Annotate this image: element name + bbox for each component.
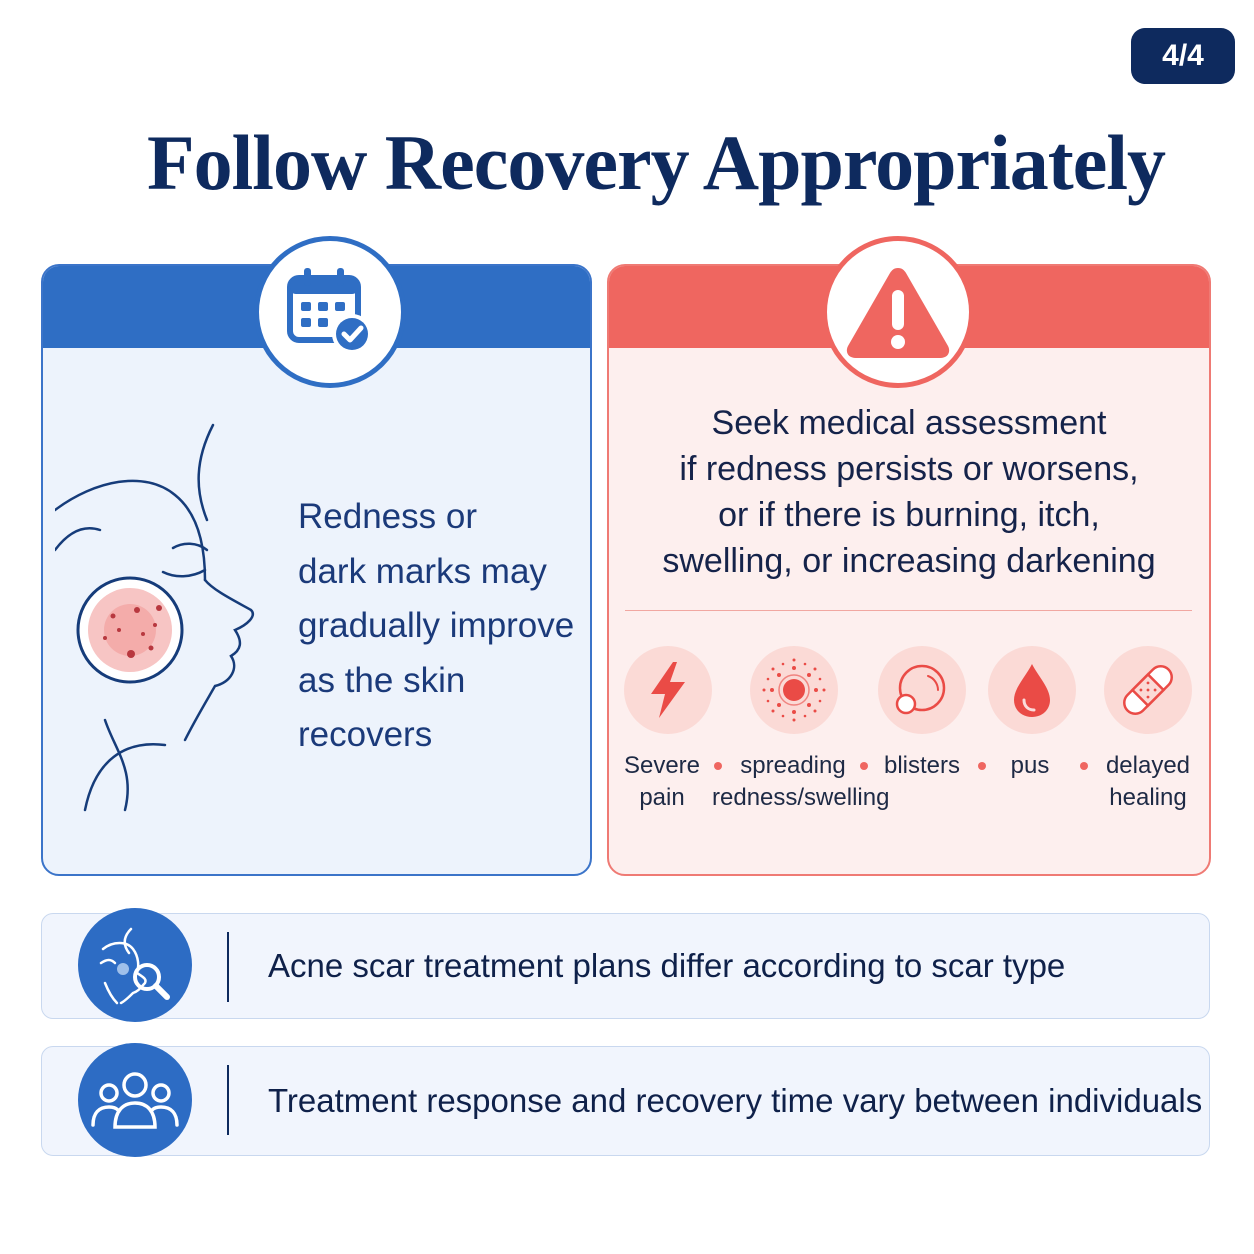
bullet-separator <box>1080 762 1088 770</box>
info-row-scar-type: Acne scar treatment plans differ accordi… <box>41 908 1210 1022</box>
info-separator <box>227 1065 229 1135</box>
recovery-line: as the skin <box>298 660 466 700</box>
face-magnifier-icon <box>99 927 170 1005</box>
lightning-bolt-icon <box>651 662 685 718</box>
bullet-separator <box>714 762 722 770</box>
bullet-separator <box>860 762 868 770</box>
warning-divider <box>625 610 1192 611</box>
calendar-check-icon <box>287 268 372 354</box>
recovery-line: dark marks may <box>298 551 547 591</box>
bandage-icon <box>1123 665 1173 715</box>
symptom-label-spreading-redness: spreading redness/swelling <box>712 752 890 811</box>
symptom-label-pus: pus <box>1010 752 1050 779</box>
info-text: Treatment response and recovery time var… <box>268 1082 1203 1119</box>
symptom-label-severe-pain: Severe pain <box>623 752 701 811</box>
info-separator <box>227 932 229 1002</box>
recovery-line: gradually improve <box>298 606 575 645</box>
info-icon-circle <box>78 908 192 1022</box>
info-row-individual-response: Treatment response and recovery time var… <box>41 1043 1210 1157</box>
droplet-icon <box>1014 664 1050 717</box>
info-icon-circle <box>78 1043 192 1157</box>
info-text: Acne scar treatment plans differ accordi… <box>268 947 1066 984</box>
warning-triangle-icon <box>846 268 950 358</box>
warning-description: Seek medical assessment if redness persi… <box>625 400 1193 584</box>
warning-line: Seek medical assessment <box>711 404 1107 442</box>
people-group-icon <box>91 1072 179 1129</box>
recovery-line: Redness or <box>298 497 477 536</box>
face-profile-illustration <box>55 423 254 812</box>
warning-badge <box>822 236 974 388</box>
symptom-icon-wrap <box>988 646 1076 734</box>
recovery-line: recovers <box>298 715 433 754</box>
recovery-description: Redness or dark marks may gradually impr… <box>298 490 578 763</box>
symptom-icon-wrap <box>1104 646 1192 734</box>
warning-line: or if there is burning, itch, <box>718 496 1100 534</box>
symptom-icon-wrap <box>878 646 966 734</box>
bullet-separator <box>978 762 986 770</box>
symptom-label-delayed-healing: delayed healing <box>1105 752 1191 811</box>
page-indicator: 4/4 <box>1131 28 1235 84</box>
symptom-label-blisters: blisters <box>883 752 961 779</box>
spreading-redness-icon <box>762 658 826 722</box>
page-title: Follow Recovery Appropriately <box>146 119 1166 206</box>
symptom-icon-wrap <box>624 646 712 734</box>
blister-icon <box>895 664 946 715</box>
warning-line: if redness persists or worsens, <box>679 450 1139 488</box>
warning-line: swelling, or increasing darkening <box>662 542 1156 580</box>
recovery-badge <box>254 236 406 388</box>
symptom-icon-wrap <box>750 646 838 734</box>
